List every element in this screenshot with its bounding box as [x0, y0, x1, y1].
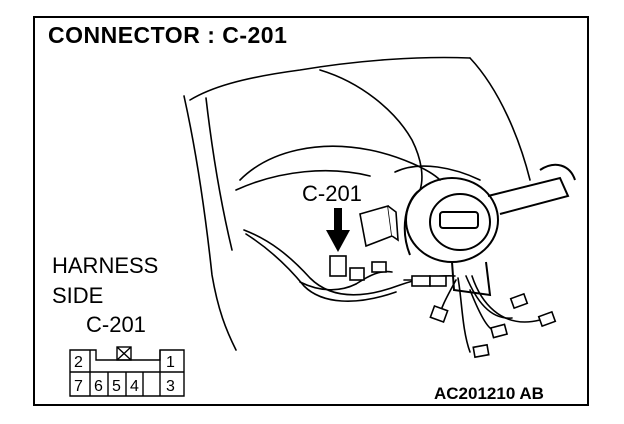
connector-callout-label: C-201: [300, 181, 364, 207]
connector-face: [69, 346, 185, 397]
blank-pin-marker: [116, 346, 132, 361]
dashboard-outline: [183, 56, 531, 351]
callout-arrow: [326, 208, 350, 252]
connector-pin-numbers: 2 1 7 6 5 4 3: [74, 354, 175, 395]
pin-top-2: 2: [74, 354, 83, 371]
diagram-title: CONNECTOR : C-201: [48, 22, 288, 48]
harness-label-line3: C-201: [86, 312, 146, 337]
pin-top-1: 1: [166, 354, 175, 371]
pin-5: 5: [112, 378, 121, 395]
figure-code: AC201210 AB: [434, 384, 544, 403]
bracket-block: [359, 204, 399, 248]
connector-c201: [329, 255, 347, 277]
harness-connectors: [329, 255, 557, 359]
harness-label-line2: SIDE: [52, 283, 104, 308]
pin-4: 4: [130, 378, 139, 395]
combination-switch: [403, 163, 576, 297]
pin-6: 6: [94, 378, 103, 395]
harness-label-line1: HARNESS: [52, 253, 159, 278]
pin-3: 3: [166, 378, 175, 395]
pin-7: 7: [74, 378, 83, 395]
